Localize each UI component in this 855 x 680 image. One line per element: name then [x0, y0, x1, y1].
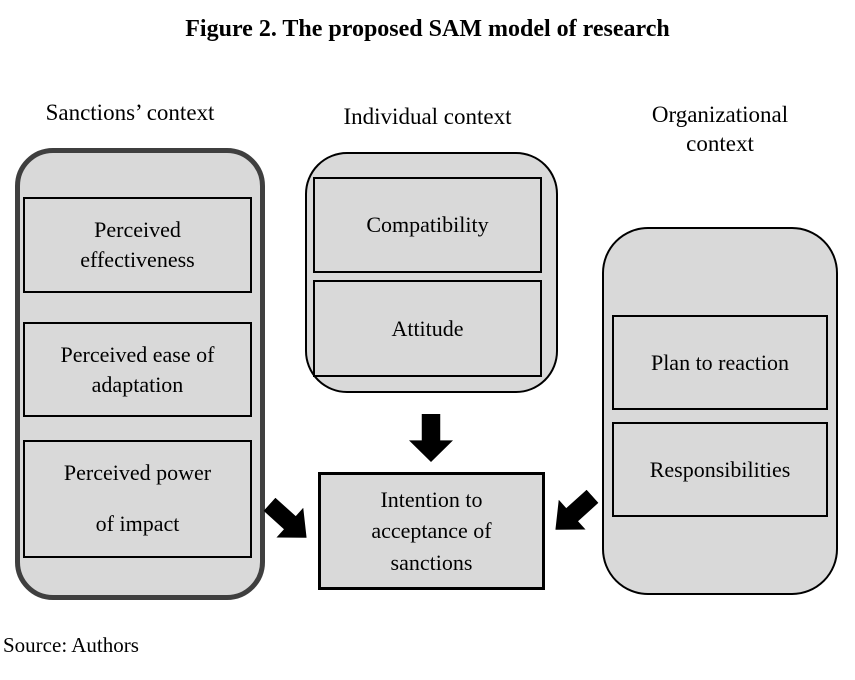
compatibility-box: Compatibility: [313, 177, 542, 273]
down-arrow-icon: [409, 414, 453, 462]
plan-to-reaction-box: Plan to reaction: [612, 315, 828, 410]
individual-context-container: Compatibility Attitude: [305, 152, 558, 393]
perceived-power-of-impact-box: Perceived power of impact: [23, 440, 252, 558]
perceived-ease-of-adaptation-box: Perceived ease of adaptation: [23, 322, 252, 417]
sanctions-context-container: Perceived effectiveness Perceived ease o…: [15, 148, 265, 600]
source-caption: Source: Authors: [3, 633, 139, 657]
down-left-arrow-icon: [542, 481, 606, 544]
responsibilities-box: Responsibilities: [612, 422, 828, 517]
down-right-arrow-icon: [256, 489, 320, 552]
figure-title: Figure 2. The proposed SAM model of rese…: [185, 16, 670, 42]
perceived-effectiveness-box: Perceived effectiveness: [23, 197, 252, 293]
individual-context-heading: Individual context: [343, 104, 512, 129]
sanctions-context-heading: Sanctions’ context: [45, 100, 215, 125]
organizational-context-container: Plan to reaction Responsibilities: [602, 227, 838, 595]
attitude-box: Attitude: [313, 280, 542, 377]
intention-to-acceptance-box: Intention to acceptance of sanctions: [318, 472, 545, 590]
organizational-context-heading: Organizational context: [651, 102, 789, 156]
